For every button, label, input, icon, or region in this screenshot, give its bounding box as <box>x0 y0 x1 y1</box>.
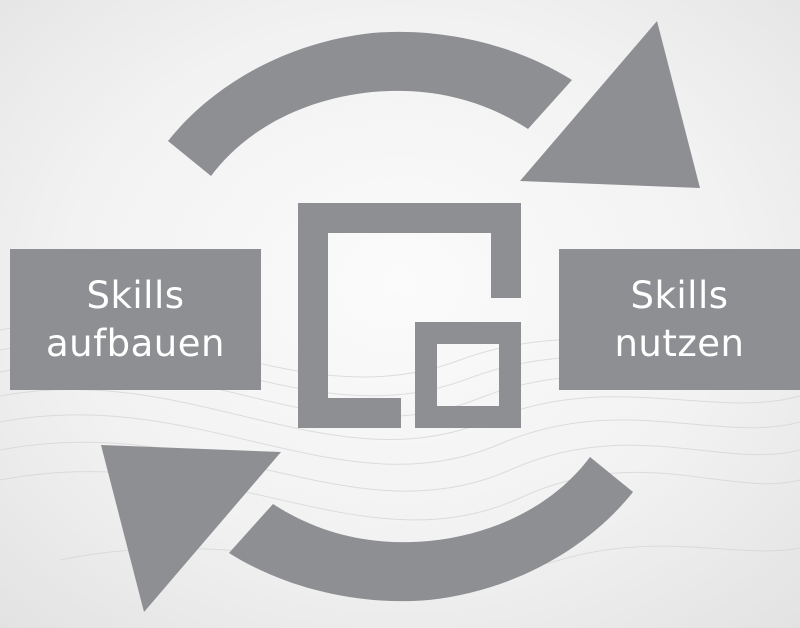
skills-aufbauen-line1: Skills <box>86 273 185 317</box>
skills-aufbauen-box: Skills aufbauen <box>10 249 261 390</box>
bottom-curved-arrow-icon <box>101 445 633 612</box>
top-curved-arrow-icon <box>168 21 700 188</box>
skills-nutzen-line1: Skills <box>630 273 729 317</box>
skills-nutzen-line2: nutzen <box>614 321 745 365</box>
nested-squares-icon <box>298 203 521 428</box>
skills-nutzen-box: Skills nutzen <box>559 249 800 390</box>
skills-aufbauen-line2: aufbauen <box>46 321 225 365</box>
